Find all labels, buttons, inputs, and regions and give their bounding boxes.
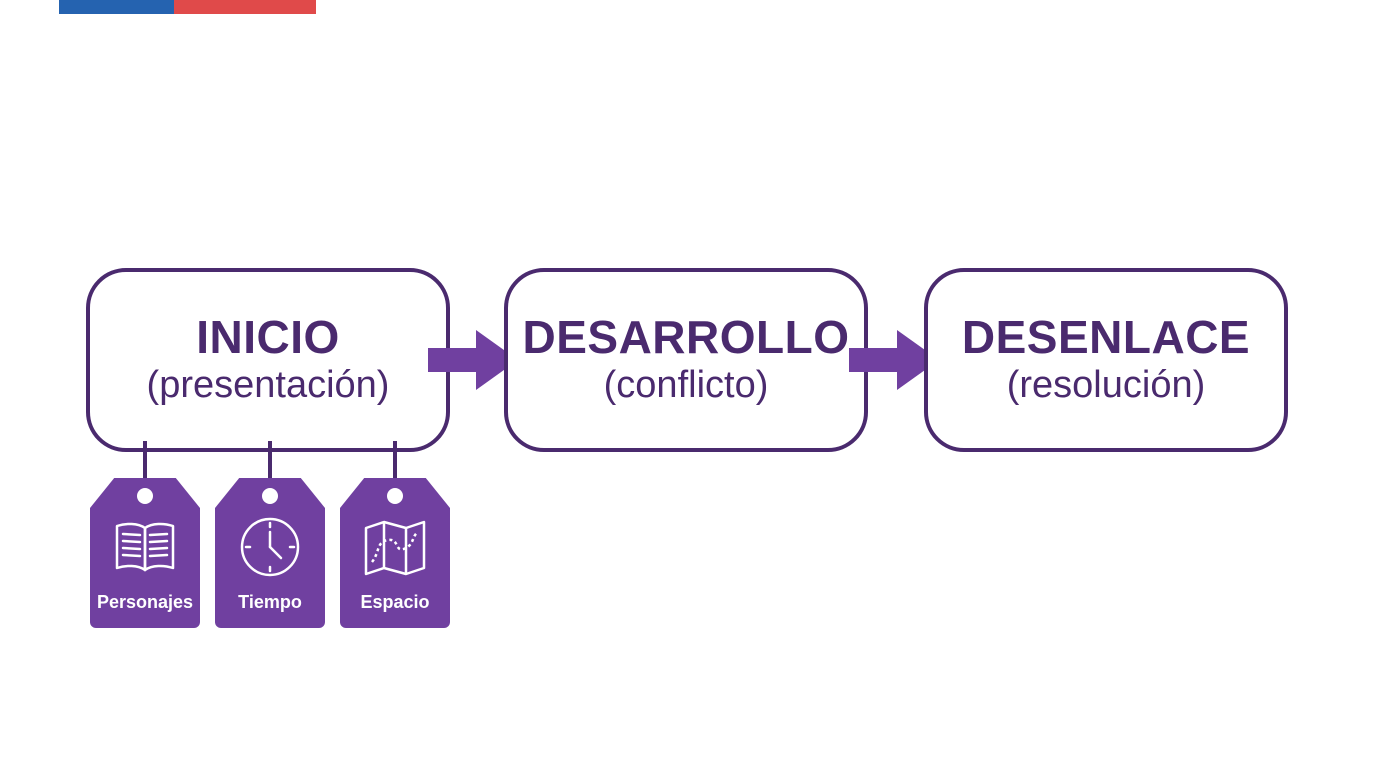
- tag-string: [393, 441, 397, 489]
- stage-title: DESENLACE: [961, 310, 1251, 363]
- flag-red-stripe: [174, 0, 316, 14]
- clock-icon: [240, 517, 300, 577]
- tag-label: Personajes: [96, 592, 194, 612]
- tag-personajes: Personajes: [90, 478, 200, 628]
- stage-inicio: INICIO (presentación): [86, 268, 450, 452]
- stage-desarrollo: DESARROLLO (conflicto): [504, 268, 868, 452]
- tag-espacio: Espacio: [340, 478, 450, 628]
- tag-hole: [262, 488, 278, 504]
- stage-subtitle: (presentación): [146, 363, 390, 406]
- arrow-right-icon: [428, 330, 518, 390]
- tag-string: [268, 441, 272, 489]
- tag-label: Tiempo: [238, 592, 302, 612]
- open-book-icon: [115, 522, 175, 572]
- stage-desenlace: DESENLACE (resolución): [924, 268, 1288, 452]
- tag-hole: [387, 488, 403, 504]
- flag-blue-stripe: [59, 0, 174, 14]
- stage-subtitle: (conflicto): [603, 363, 769, 406]
- stage-title: INICIO: [196, 310, 340, 363]
- tag-label: Espacio: [360, 592, 430, 612]
- tag-tiempo: Tiempo: [215, 478, 325, 628]
- tag-hole: [137, 488, 153, 504]
- stage-subtitle: (resolución): [1006, 363, 1206, 406]
- map-icon: [364, 520, 426, 576]
- flag-bar: [59, 0, 316, 14]
- tag-string: [143, 441, 147, 489]
- stage-title: DESARROLLO: [522, 310, 850, 363]
- arrow-right-icon: [849, 330, 939, 390]
